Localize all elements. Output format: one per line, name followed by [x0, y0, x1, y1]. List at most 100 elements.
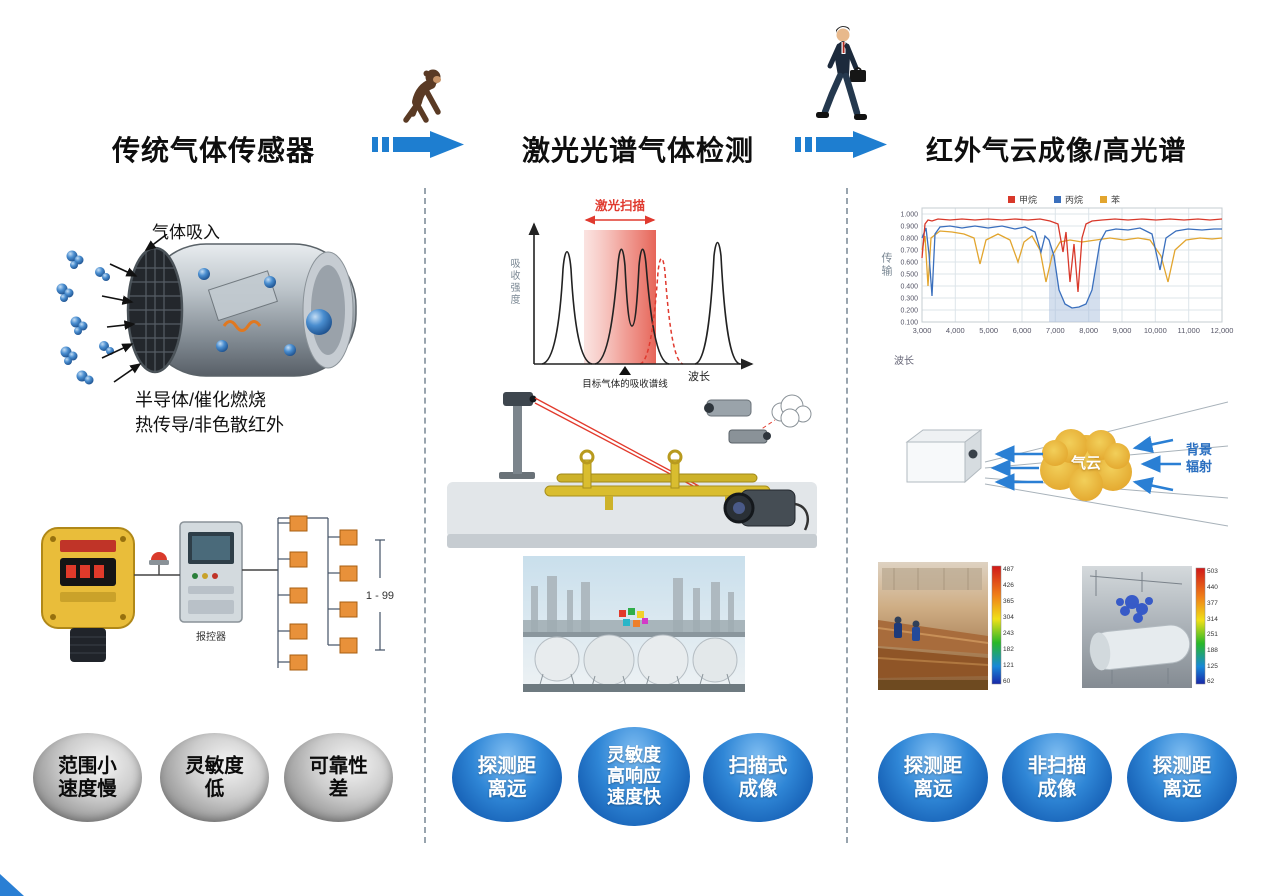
progress-arrow-2	[795, 131, 887, 158]
scale-value: 62	[1207, 678, 1215, 685]
scale-value: 365	[1003, 598, 1014, 605]
pipe-lower	[878, 648, 988, 678]
wiring	[134, 565, 278, 576]
caption-line-2: 热传导/非色散红外	[135, 414, 285, 435]
radiation-label-line: 辐射	[1185, 458, 1212, 474]
chart-legend: 甲烷 丙烷 苯	[1008, 194, 1120, 205]
bubble-line: 低	[204, 777, 225, 800]
limitation-bubble: 可靠性 差	[284, 733, 393, 822]
y-tick-label: 0.100	[900, 320, 918, 327]
color-scale-values: 503 440 377 314 251 188 125 62	[1207, 568, 1218, 685]
limitation-bubble: 灵敏度 低	[160, 733, 269, 822]
detector-system-illustration: 报控器	[41, 515, 394, 671]
bubble-line: 探测距	[477, 754, 537, 777]
bubble-line: 探测距	[1152, 754, 1212, 777]
absorption-peaks	[541, 241, 741, 365]
scale-value: 243	[1003, 630, 1014, 637]
bubble-line: 速度快	[607, 787, 661, 808]
chimpanzee-icon	[403, 69, 441, 123]
propane-series	[921, 225, 1222, 309]
scale-value: 182	[1003, 646, 1014, 653]
bubble-line: 灵敏度	[607, 744, 661, 765]
sensor-caption: 半导体/催化燃烧 热传导/非色散红外	[135, 388, 284, 438]
scale-value: 121	[1003, 662, 1014, 669]
storage-tank	[1089, 624, 1191, 671]
controller-label: 报控器	[196, 630, 226, 643]
gas-cloud-imaging-diagram	[905, 401, 1228, 527]
stage1-title: 传统气体传感器	[112, 135, 316, 166]
bubble-line: 速度慢	[58, 777, 117, 800]
thermal-image-gas-leak: 503 440 377 314 251 188 125 62	[1082, 566, 1218, 688]
scale-value: 304	[1003, 614, 1014, 621]
ir-camera-box	[905, 429, 983, 484]
scale-value: 125	[1207, 663, 1218, 670]
scale-value: 188	[1207, 647, 1218, 654]
sensor-cylinder	[126, 243, 357, 377]
gas-cloud-label: 气云	[1070, 455, 1101, 472]
advantage-bubble: 探测距 离远	[1127, 733, 1237, 822]
background-radiation-label: 背景 辐射	[1184, 442, 1214, 476]
legend-label: 苯	[1111, 194, 1120, 205]
scale-value: 251	[1207, 631, 1218, 638]
refinery-towers	[531, 576, 734, 636]
scale-value: 487	[1003, 566, 1014, 573]
legend-swatch	[1008, 196, 1015, 203]
y-tick-label: 0.200	[900, 308, 918, 315]
y-tick-label: 0.800	[900, 236, 918, 243]
radiation-label-line: 背景	[1185, 442, 1212, 457]
transmission-spectra-chart: 甲烷 丙烷 苯 1.000 0.900 0.800 0.700 0.600 0.…	[894, 194, 1234, 367]
x-tick-label: 11,000	[1178, 326, 1200, 335]
scale-value: 426	[1003, 582, 1014, 589]
y-tick-label: 0.600	[900, 260, 918, 267]
y-tick-label: 0.700	[900, 248, 918, 255]
refinery-photo	[523, 556, 745, 692]
spectrum-y-axis-label: 吸收强度	[508, 258, 519, 306]
scale-value: 377	[1207, 600, 1218, 607]
x-tick-label: 4,000	[946, 326, 965, 335]
color-scale-bar	[1195, 567, 1206, 685]
bubble-line: 可靠性	[309, 754, 368, 777]
gas-detector-device	[41, 527, 135, 662]
gas-molecules	[56, 250, 114, 385]
scale-value: 60	[1003, 678, 1011, 685]
x-tick-label: 10,000	[1144, 326, 1167, 335]
x-tick-labels: 3,000 4,000 5,000 6,000 7,000 8,000 9,00…	[913, 326, 1234, 335]
bubble-line: 成像	[1037, 777, 1077, 800]
bubble-line: 成像	[738, 777, 778, 800]
limitation-bubble: 范围小 速度慢	[33, 733, 142, 822]
pipe-upper	[878, 620, 988, 654]
worker-figures	[894, 616, 920, 641]
benzene-series	[921, 230, 1223, 287]
advantage-bubble: 非扫描 成像	[1002, 733, 1112, 822]
intake-arrows	[101, 234, 168, 383]
x-tick-label: 8,000	[1079, 326, 1098, 335]
color-scale-bar	[991, 565, 1002, 685]
x-tick-label: 12,000	[1211, 326, 1234, 335]
alarm-beacon	[149, 552, 169, 565]
y-tick-labels: 1.000 0.900 0.800 0.700 0.600 0.500 0.40…	[900, 212, 918, 327]
color-scale-values: 487 426 365 304 243 182 121 60	[1003, 566, 1014, 685]
methane-series	[921, 218, 1223, 293]
x-tick-label: 6,000	[1013, 326, 1032, 335]
y-tick-label: 0.900	[900, 224, 918, 231]
bubble-line: 灵敏度	[185, 754, 244, 777]
bubble-line: 扫描式	[728, 754, 788, 777]
y-tick-label: 1.000	[900, 212, 918, 219]
stage2-title: 激光光谱气体检测	[522, 135, 755, 166]
bubble-line: 离远	[487, 777, 527, 800]
background-radiation-arrows	[1132, 435, 1181, 495]
advantage-bubble: 扫描式 成像	[703, 733, 813, 822]
thermal-image-pipes: 487 426 365 304 243 182 121 60	[878, 562, 1014, 690]
x-tick-label: 7,000	[1046, 326, 1065, 335]
legend-swatch	[1100, 196, 1107, 203]
advantage-bubble: 探测距 离远	[452, 733, 562, 822]
bubble-line: 探测距	[903, 754, 963, 777]
x-axis-label: 波长	[688, 370, 710, 383]
y-tick-label: 0.400	[900, 284, 918, 291]
corner-decoration	[0, 874, 24, 896]
progress-arrow-1	[372, 131, 464, 158]
x-tick-label: 3,000	[913, 326, 932, 335]
legend-label: 甲烷	[1019, 194, 1037, 205]
advantage-bubble: 探测距 离远	[878, 733, 988, 822]
